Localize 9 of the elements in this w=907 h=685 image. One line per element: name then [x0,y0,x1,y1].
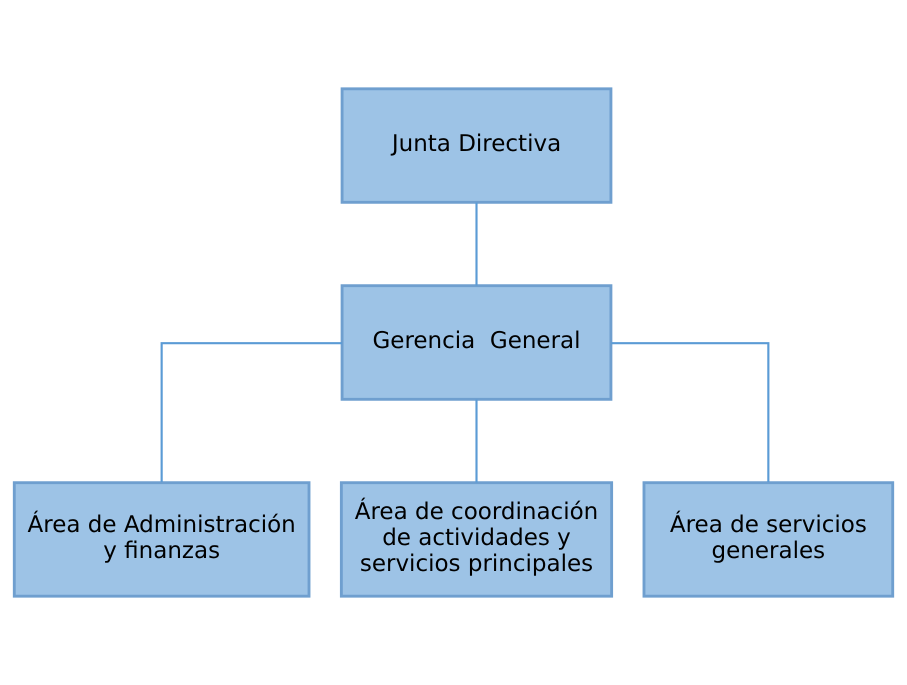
node-box: Junta Directiva [340,87,612,204]
node-box: Gerencia General [340,284,612,401]
connector [475,399,478,483]
node-box: Área de coordinación de actividades y servicios principales [340,481,614,598]
connector [160,342,342,482]
node-box: Área de servicios generales [642,481,894,598]
connector [475,202,478,286]
node-box: Área de Administración y finanzas [12,481,310,598]
connector [611,342,770,482]
